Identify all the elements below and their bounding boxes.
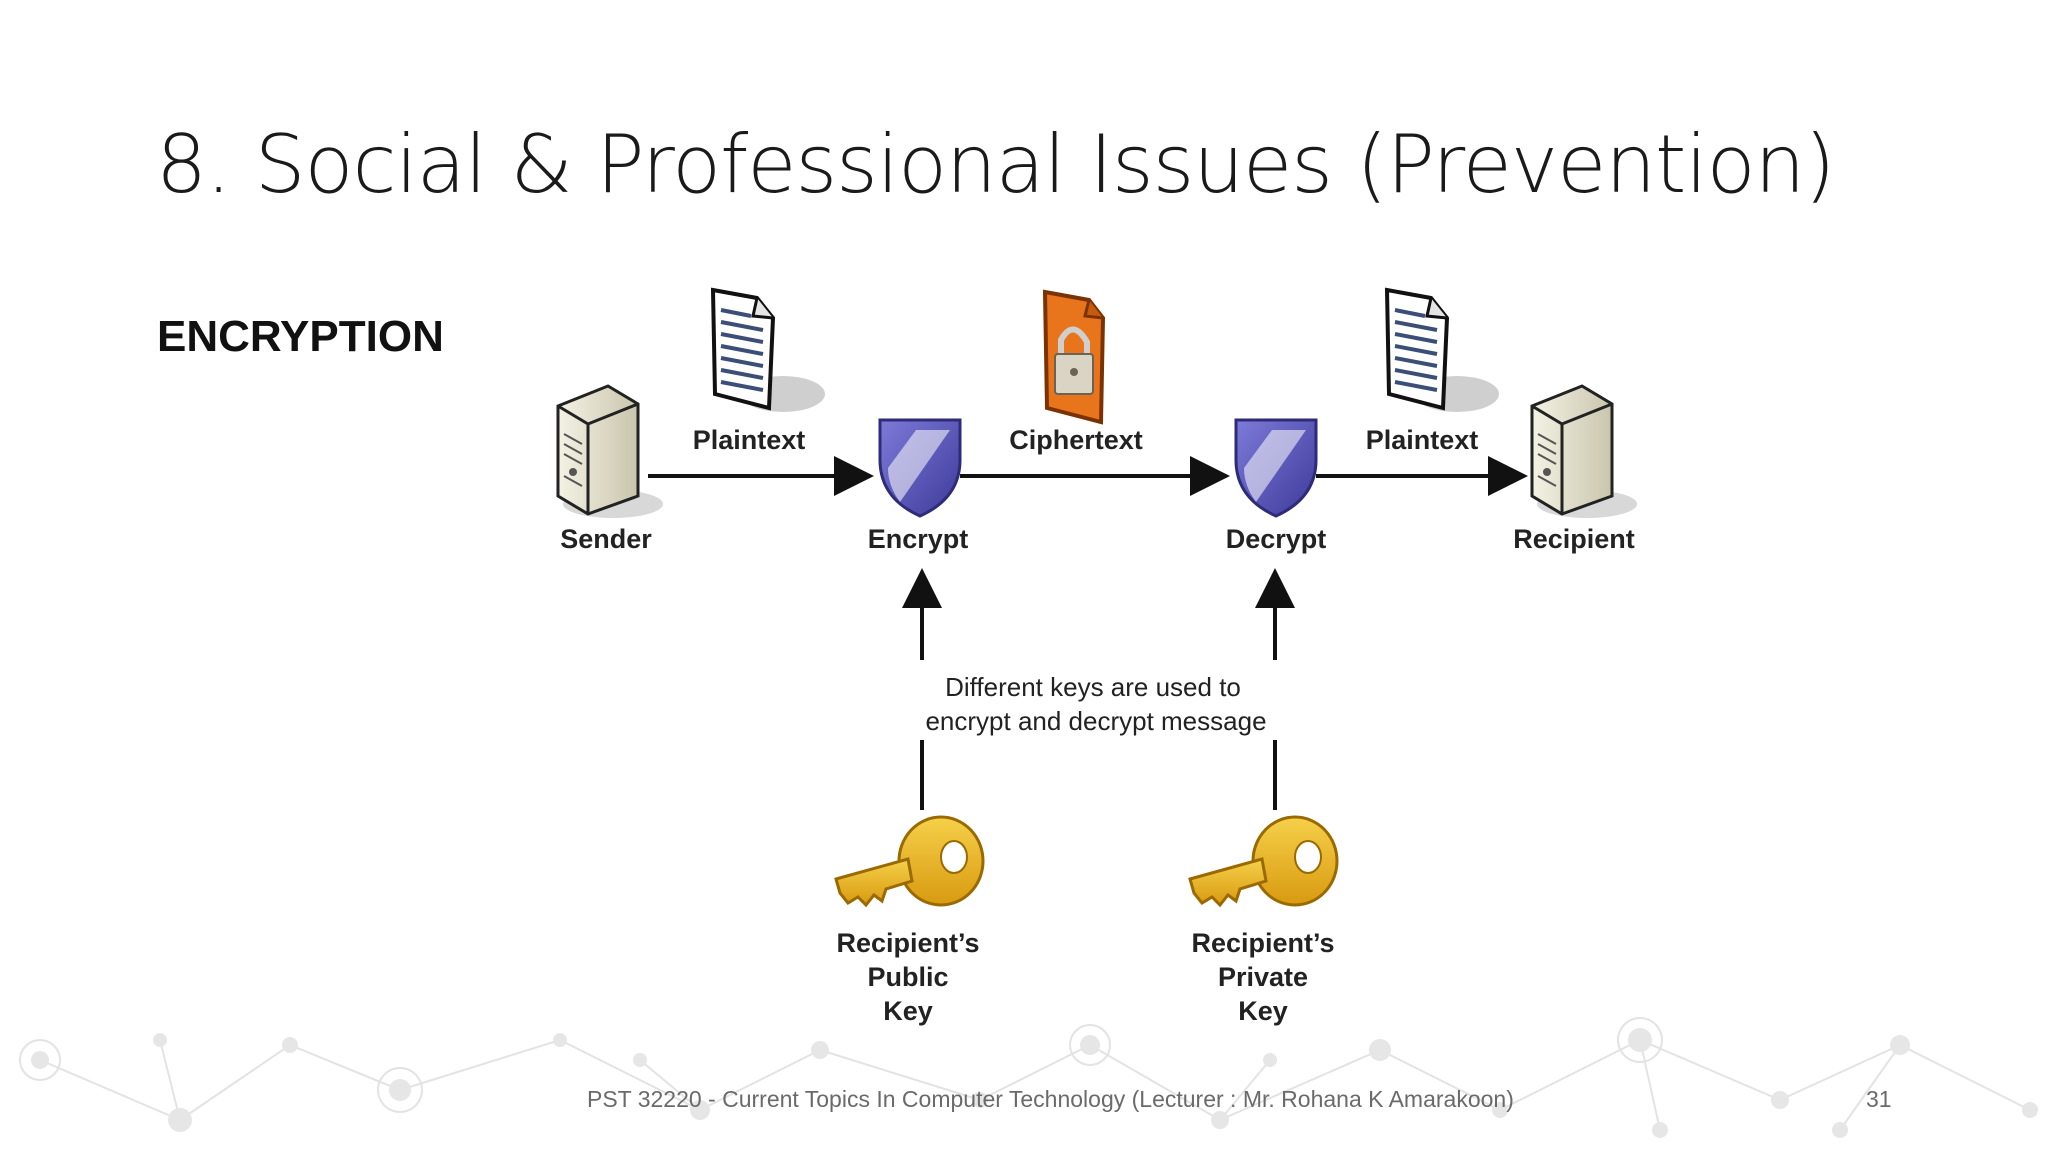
encrypt-shield-icon — [878, 418, 962, 518]
sender-server-icon — [556, 384, 663, 518]
locked-document-icon — [1042, 289, 1106, 425]
section-heading: ENCRYPTION — [157, 312, 444, 361]
decrypt-shield-icon — [1234, 418, 1318, 518]
private-key-label-line-2: Private — [1218, 962, 1308, 992]
slide-title: 8. Social & Professional Issues (Prevent… — [156, 118, 1835, 211]
public-key-label-line-2: Public — [867, 962, 948, 992]
recipient-server-icon — [1530, 384, 1637, 518]
decrypt-label: Decrypt — [1226, 524, 1327, 554]
recipient-label: Recipient — [1513, 524, 1635, 554]
plaintext-document-icon — [1384, 287, 1499, 412]
public-key-label-line-3: Key — [883, 996, 933, 1026]
ciphertext-label: Ciphertext — [1009, 425, 1143, 455]
private-key-label-line-3: Key — [1238, 996, 1288, 1026]
plaintext-in-label: Plaintext — [693, 425, 806, 455]
sender-label: Sender — [560, 524, 652, 554]
private-key-icon — [1188, 815, 1339, 908]
note-line-2: encrypt and decrypt message — [925, 706, 1266, 736]
page-number: 31 — [1866, 1086, 1892, 1112]
plaintext-document-icon — [710, 287, 825, 412]
public-key-label-line-1: Recipient’s — [836, 928, 979, 958]
public-key-icon — [834, 815, 985, 908]
note-background — [900, 660, 1300, 740]
slide-footer: PST 32220 - Current Topics In Computer T… — [587, 1086, 1514, 1112]
plaintext-out-label: Plaintext — [1366, 425, 1479, 455]
note-line-1: Different keys are used to — [945, 672, 1241, 702]
private-key-label-line-1: Recipient’s — [1191, 928, 1334, 958]
encrypt-label: Encrypt — [868, 524, 969, 554]
